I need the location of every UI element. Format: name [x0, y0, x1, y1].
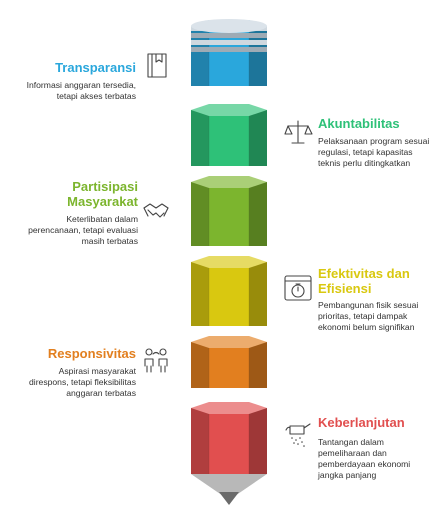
scale-icon	[284, 120, 313, 144]
pencil-segment-2	[191, 104, 267, 166]
stage-description-line: prioritas, tetapi dampak	[318, 311, 408, 321]
stage-title-line: Masyarakat	[67, 194, 138, 209]
stage-title-line: Akuntabilitas	[318, 116, 400, 131]
stage-title-line: Efisiensi	[318, 281, 372, 296]
stage-title-line: Transparansi	[55, 60, 136, 75]
stage-description-line: Pelaksanaan program sesuai	[318, 136, 430, 146]
stage-description-1: Informasi anggaran tersedia,tetapi akses…	[27, 80, 136, 102]
stage-description-line: regulasi, tetapi kapasitas	[318, 147, 413, 157]
stage-title-line: Partisipasi	[72, 179, 138, 194]
watering-icon	[285, 423, 311, 447]
stage-description-line: ekonomi belum signifikan	[318, 322, 415, 332]
stopwatch-icon	[284, 275, 312, 301]
people-icon	[144, 348, 168, 373]
stage-description-line: tetapi akses terbatas	[56, 91, 136, 101]
stage-description-line: jangka panjang	[318, 470, 377, 480]
stage-title-1: Transparansi	[55, 60, 136, 75]
stage-description-line: perencanaan, tetapi evaluasi	[28, 225, 138, 235]
stage-description-line: Aspirasi masyarakat	[58, 366, 136, 376]
stage-title-6: Keberlanjutan	[318, 415, 405, 430]
pencil-segment-4	[191, 256, 267, 326]
stage-title-2: Akuntabilitas	[318, 116, 400, 131]
pencil-segment-6	[191, 402, 267, 474]
stage-description-line: anggaran terbatas	[66, 388, 136, 398]
stage-description-line: direspons, tetapi fleksibilitas	[29, 377, 136, 387]
stage-title-line: Keberlanjutan	[318, 415, 405, 430]
stage-title-line: Efektivitas dan	[318, 266, 410, 281]
stage-title-line: Responsivitas	[47, 346, 136, 361]
pencil-segment-3	[191, 176, 267, 246]
stage-description-line: Informasi anggaran tersedia,	[26, 80, 136, 90]
pencil-segment-5	[191, 336, 267, 388]
pencil-eraser-bands	[191, 19, 267, 52]
stage-description-line: pemeliharaan dan	[318, 448, 387, 458]
handshake-icon	[143, 203, 169, 218]
stage-description-line: masih terbatas	[81, 236, 138, 246]
stage-description-line: pemberdayaan ekonomi	[318, 459, 411, 469]
pencil-tip	[191, 474, 267, 505]
stage-description-line: Tantangan dalam	[318, 437, 384, 447]
stage-description-line: Pembangunan fisik sesuai	[318, 300, 419, 310]
stage-description-line: Keterlibatan dalam	[66, 214, 138, 224]
book-icon	[147, 53, 167, 78]
stage-title-5: Responsivitas	[48, 346, 136, 361]
stage-description-line: teknis perlu ditingkatkan	[318, 158, 411, 168]
